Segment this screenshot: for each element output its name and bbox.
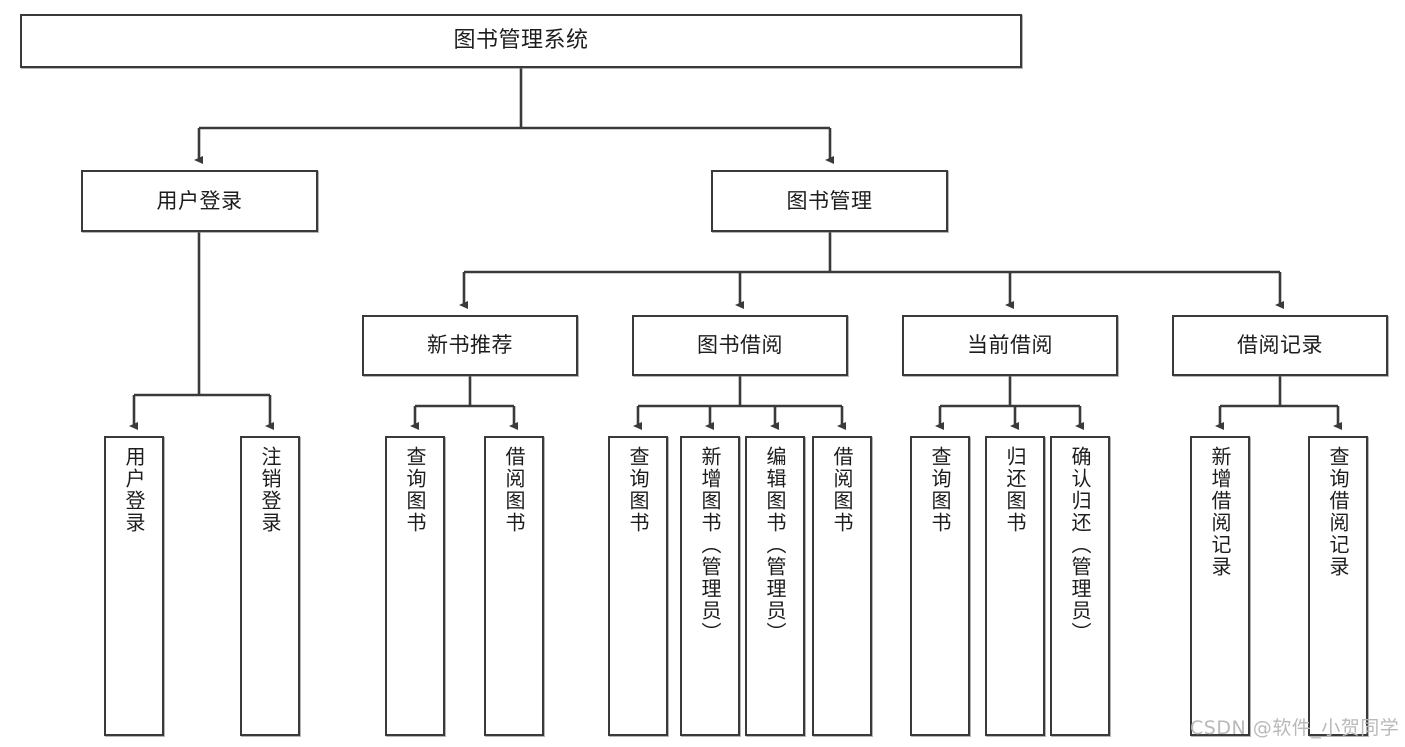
- node-leaf-query-record-label: 查询借阅记录: [1326, 446, 1350, 578]
- node-leaf-logout-label: 注销登录: [258, 446, 282, 534]
- node-leaf-edit-book-label: 编辑图书（管理员）: [763, 446, 787, 644]
- node-leaf-query-book-2-label: 查询图书: [626, 446, 650, 534]
- node-borrow-record-label: 借阅记录: [1237, 333, 1323, 358]
- node-leaf-edit-book[interactable]: 编辑图书（管理员）: [745, 436, 805, 736]
- node-leaf-add-record-label: 新增借阅记录: [1208, 446, 1232, 578]
- csdn-watermark: CSDN @软件_小贺同学: [1190, 717, 1400, 739]
- node-leaf-borrow-book-2-label: 借阅图书: [830, 446, 854, 534]
- node-book-borrow-label: 图书借阅: [697, 333, 783, 358]
- node-book-borrow[interactable]: 图书借阅: [632, 315, 848, 376]
- node-leaf-confirm-return[interactable]: 确认归还（管理员）: [1050, 436, 1110, 736]
- node-leaf-add-record[interactable]: 新增借阅记录: [1190, 436, 1250, 736]
- node-leaf-borrow-book-1[interactable]: 借阅图书: [484, 436, 544, 736]
- node-book-management-label: 图书管理: [786, 188, 873, 213]
- node-root[interactable]: 图书管理系统: [20, 14, 1022, 68]
- node-leaf-user-login-label: 用户登录: [122, 446, 146, 534]
- node-borrow-record[interactable]: 借阅记录: [1172, 315, 1388, 376]
- node-leaf-query-book-3-label: 查询图书: [928, 446, 952, 534]
- node-leaf-return-book-label: 归还图书: [1003, 446, 1027, 534]
- node-new-book-recommend-label: 新书推荐: [427, 333, 513, 358]
- node-leaf-query-book-2[interactable]: 查询图书: [608, 436, 668, 736]
- node-leaf-add-book[interactable]: 新增图书（管理员）: [680, 436, 740, 736]
- node-leaf-confirm-return-label: 确认归还（管理员）: [1068, 446, 1092, 644]
- node-leaf-logout[interactable]: 注销登录: [240, 436, 300, 736]
- node-leaf-user-login[interactable]: 用户登录: [104, 436, 164, 736]
- node-new-book-recommend[interactable]: 新书推荐: [362, 315, 578, 376]
- node-leaf-borrow-book-1-label: 借阅图书: [502, 446, 526, 534]
- node-current-borrow-label: 当前借阅: [967, 333, 1053, 358]
- node-leaf-query-book-1-label: 查询图书: [403, 446, 427, 534]
- node-leaf-add-book-label: 新增图书（管理员）: [698, 446, 722, 644]
- node-leaf-borrow-book-2[interactable]: 借阅图书: [812, 436, 872, 736]
- node-current-borrow[interactable]: 当前借阅: [902, 315, 1118, 376]
- node-user-login[interactable]: 用户登录: [81, 170, 318, 232]
- node-book-management[interactable]: 图书管理: [711, 170, 948, 232]
- node-user-login-label: 用户登录: [156, 188, 243, 213]
- node-leaf-return-book[interactable]: 归还图书: [985, 436, 1045, 736]
- node-root-label: 图书管理系统: [453, 28, 589, 54]
- node-leaf-query-record[interactable]: 查询借阅记录: [1308, 436, 1368, 736]
- node-leaf-query-book-3[interactable]: 查询图书: [910, 436, 970, 736]
- node-leaf-query-book-1[interactable]: 查询图书: [385, 436, 445, 736]
